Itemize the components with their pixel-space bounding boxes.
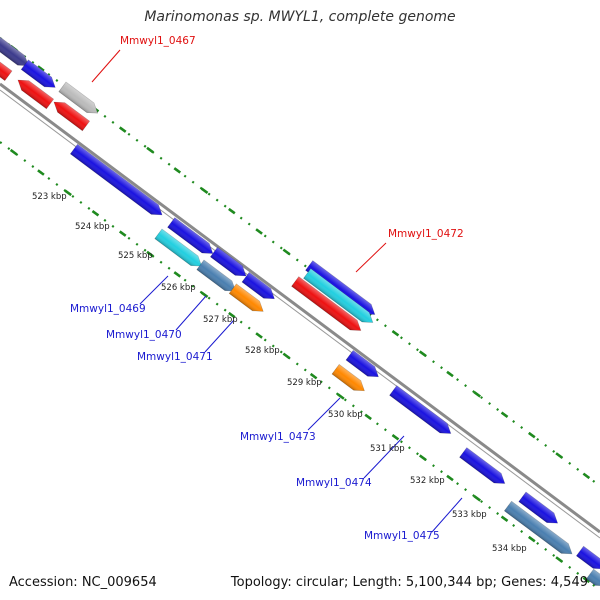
outer-major-tick (582, 472, 591, 480)
inner-major-tick (337, 393, 345, 400)
kbp-label: 525 kbp (118, 251, 153, 261)
kbp-label: 530 kbp (328, 410, 363, 420)
gene-arrow-red-c[interactable] (50, 97, 91, 132)
inner-major-tick (146, 250, 154, 258)
kbp-label: 528 kbp (245, 346, 280, 356)
inner-major-tick (473, 495, 482, 502)
kbp-label: 532 kbp (410, 476, 445, 486)
gene-arrow-blue-e[interactable] (241, 272, 278, 303)
inner-major-tick (446, 474, 454, 482)
outer-major-tick (118, 126, 127, 133)
inner-major-tick (528, 535, 536, 543)
inner-major-tick (118, 230, 127, 237)
gene-label-g0474[interactable]: Mmwyl1_0474 (296, 477, 372, 489)
kbp-label: 523 kbp (32, 192, 67, 202)
accession-text: Accession: NC_009654 (9, 575, 157, 590)
gene-arrow-red-a[interactable] (0, 55, 13, 82)
kbp-label: 527 kbp (203, 315, 238, 325)
genome-summary-text: Topology: circular; Length: 5,100,344 bp… (230, 575, 588, 590)
inner-major-tick (91, 210, 100, 217)
leader-line-g0473 (307, 397, 341, 431)
gene-label-g0472[interactable]: Mmwyl1_0472 (388, 228, 464, 240)
gene-arrow-steel-0470[interactable] (196, 259, 239, 296)
leader-line-g0471 (204, 319, 235, 353)
outer-major-tick (282, 248, 291, 256)
leader-line-g0475 (431, 497, 463, 533)
gene-arrow-cyan-b[interactable] (303, 268, 377, 328)
inner-major-tick (391, 434, 400, 441)
kbp-label: 524 kbp (75, 222, 110, 232)
kbp-label: 531 kbp (370, 444, 405, 454)
outer-major-tick (255, 228, 263, 235)
outer-major-tick (500, 411, 509, 418)
inner-major-tick (282, 352, 291, 360)
gene-arrow-blue-a[interactable] (20, 59, 59, 92)
gene-track (0, 33, 600, 591)
outer-major-tick (200, 187, 209, 194)
gene-arrow-blue-h[interactable] (459, 447, 509, 489)
gene-arrow-red-b[interactable] (14, 75, 55, 110)
gene-arrow-blue-j[interactable] (575, 545, 600, 574)
inner-major-tick (255, 332, 263, 339)
gene-arrow-steel-0475[interactable] (503, 500, 575, 558)
inner-major-tick (500, 515, 509, 522)
inner-major-tick (9, 148, 18, 156)
gene-arrow-cyan-0469[interactable] (154, 228, 205, 271)
leader-line-g0474 (363, 435, 405, 479)
outer-major-tick (173, 167, 182, 174)
gene-arrow-blue-i[interactable] (518, 491, 561, 528)
gene-arrow-blue-b[interactable] (69, 143, 165, 219)
gene-label-g0471[interactable]: Mmwyl1_0471 (137, 351, 213, 363)
gene-label-g0469[interactable]: Mmwyl1_0469 (70, 303, 146, 315)
gene-labels: Mmwyl1_0467Mmwyl1_0472Mmwyl1_0469Mmwyl1_… (70, 35, 464, 542)
kbp-label: 529 kbp (287, 378, 322, 388)
gene-arrow-blue-c[interactable] (167, 217, 217, 259)
inner-tick-track (0, 141, 600, 591)
leader-line-g0469 (139, 275, 169, 305)
outer-major-tick (446, 370, 454, 378)
inner-major-tick (582, 576, 591, 584)
outer-major-tick (528, 431, 536, 439)
gene-arrow-blue-d[interactable] (209, 246, 249, 281)
label-leader-lines (91, 49, 463, 533)
inner-major-tick (364, 413, 372, 421)
kbp-label: 534 kbp (492, 544, 527, 554)
inner-major-tick (418, 454, 427, 461)
gene-arrow-navy-a[interactable] (0, 33, 32, 70)
inner-major-tick (64, 189, 72, 197)
gene-label-g0473[interactable]: Mmwyl1_0473 (240, 431, 316, 443)
gene-label-g0475[interactable]: Mmwyl1_0475 (364, 530, 440, 542)
kbp-label: 526 kbp (161, 283, 196, 293)
gene-arrow-orange-0473[interactable] (331, 364, 368, 395)
outer-major-tick (37, 65, 45, 72)
gene-label-g0470[interactable]: Mmwyl1_0470 (106, 329, 182, 341)
gene-arrow-grey-0467[interactable] (58, 81, 101, 118)
outer-major-tick (473, 391, 482, 398)
gene-arrow-orange-0471[interactable] (228, 283, 267, 316)
kbp-label: 533 kbp (452, 510, 487, 520)
gene-arrow-blue-g[interactable] (345, 350, 382, 381)
kbp-scale-labels: 523 kbp 524 kbp 525 kbp 526 kbp 527 kbp 528 k… (32, 192, 527, 554)
outer-major-tick (228, 207, 236, 215)
outer-major-tick (418, 350, 427, 357)
leader-line-g0467 (91, 49, 121, 83)
outer-major-tick (391, 330, 400, 337)
gene-arrow-red-0472[interactable] (291, 276, 365, 336)
leader-line-g0472 (355, 242, 387, 273)
gene-label-g0467[interactable]: Mmwyl1_0467 (120, 35, 196, 47)
inner-major-tick (37, 169, 45, 176)
gene-arrow-steel-end[interactable] (585, 568, 600, 591)
inner-major-tick (309, 372, 318, 380)
leader-line-g0470 (175, 295, 207, 331)
inner-major-tick (555, 556, 563, 563)
inner-major-tick (228, 311, 236, 319)
outer-major-tick (146, 146, 154, 154)
inner-major-tick (200, 291, 209, 298)
map-title: Marinomonas sp. MWYL1, complete genome (144, 9, 456, 25)
outer-major-tick (555, 452, 563, 459)
gene-arrow-blue-0474[interactable] (389, 385, 455, 439)
inner-major-tick (173, 271, 182, 278)
